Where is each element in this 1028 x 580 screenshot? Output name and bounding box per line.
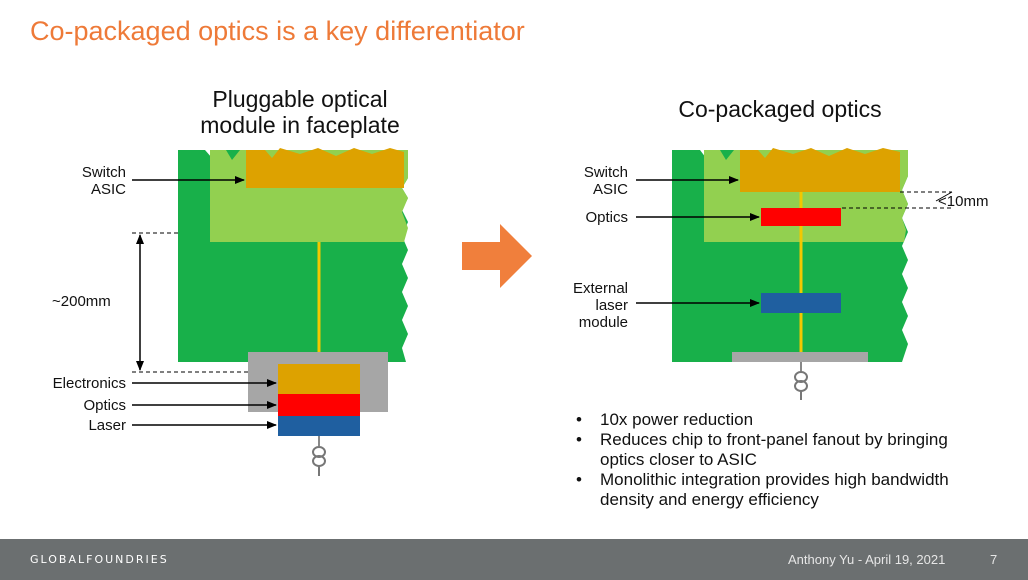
external-laser-label: External laser module xyxy=(550,280,628,331)
transition-arrow xyxy=(462,224,532,288)
fiber-coil-icon xyxy=(794,371,808,400)
bullet-dot: • xyxy=(576,410,582,429)
right-external-laser-block xyxy=(761,293,841,313)
bullet-text: 10x power reduction xyxy=(600,410,754,429)
module-laser xyxy=(278,416,360,436)
author-date: Anthony Yu - April 19, 2021 xyxy=(788,552,946,567)
diagram-canvas xyxy=(132,148,953,476)
right-switch-asic xyxy=(740,148,900,192)
page-number: 7 xyxy=(990,552,998,567)
distance-label: ~200mm xyxy=(52,293,111,310)
laser-label: Laser xyxy=(88,417,126,434)
right-switch-label-line2: ASIC xyxy=(592,181,628,198)
bullet-text: Monolithic integration provides high ban… xyxy=(600,470,949,509)
benefits-list: • 10x power reduction • Reduces chip to fr… xyxy=(574,410,994,510)
module-electronics xyxy=(278,364,360,394)
right-switch-asic-label: Switch ASIC xyxy=(550,164,628,198)
electronics-label: Electronics xyxy=(52,375,126,392)
right-diagram-heading: Co-packaged optics xyxy=(678,96,882,122)
list-item: • 10x power reduction xyxy=(574,410,994,430)
brand-logo: GLOBALFOUNDRIES xyxy=(30,553,169,566)
right-faceplate-connector xyxy=(732,352,868,362)
bullet-dot: • xyxy=(576,470,582,489)
right-diagram xyxy=(636,148,953,400)
slide-footer: GLOBALFOUNDRIES Anthony Yu - April 19, 2… xyxy=(0,539,1028,580)
external-label-line2: laser xyxy=(595,297,628,314)
left-switch-asic xyxy=(246,148,404,188)
right-switch-label-line1: Switch xyxy=(583,164,628,181)
module-optics xyxy=(278,394,360,416)
external-label-line3: module xyxy=(578,314,628,331)
fiber-coil-icon xyxy=(312,446,326,476)
left-switch-label-line1: Switch xyxy=(81,164,126,181)
left-heading-line2: module in faceplate xyxy=(200,112,400,138)
gap-pointer xyxy=(935,191,953,202)
left-heading-line1: Pluggable optical xyxy=(212,86,388,112)
left-switch-asic-label: Switch ASIC xyxy=(50,164,126,198)
external-label-line1: External xyxy=(572,280,628,297)
left-diagram-heading: Pluggable optical module in faceplate xyxy=(170,86,430,138)
right-optics-block xyxy=(761,208,841,226)
slide-title: Co-packaged optics is a key differentiat… xyxy=(30,16,525,46)
left-switch-label-line2: ASIC xyxy=(90,181,126,198)
list-item: • Reduces chip to front-panel fanout by b… xyxy=(574,430,994,470)
left-diagram xyxy=(132,148,408,476)
bullet-dot: • xyxy=(576,430,582,449)
gap-distance-label: <10mm xyxy=(938,193,989,210)
optics-label: Optics xyxy=(83,397,126,414)
bullet-text: Reduces chip to front-panel fanout by br… xyxy=(600,430,948,469)
right-optics-label: Optics xyxy=(585,209,628,226)
list-item: • Monolithic integration provides high ba… xyxy=(574,470,994,510)
